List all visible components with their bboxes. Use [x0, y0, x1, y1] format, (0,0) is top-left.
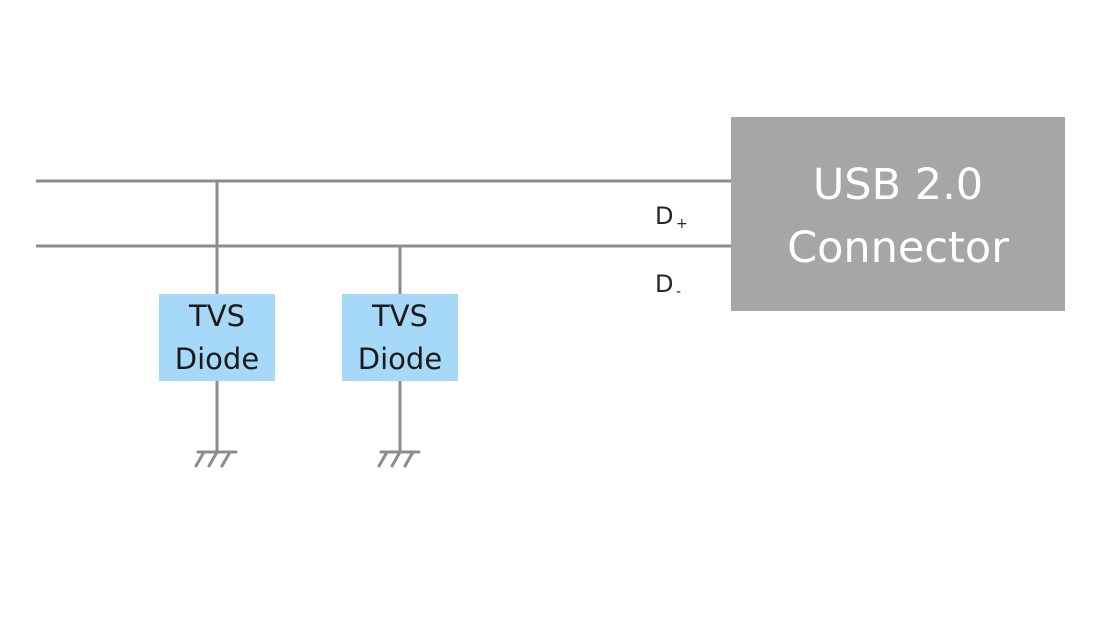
usb-connector: USB 2.0 Connector	[731, 117, 1065, 311]
tvs-diode-1-box	[159, 294, 275, 381]
ground-icon	[194, 450, 238, 468]
tvs-diode-2-label-line2: Diode	[358, 342, 442, 376]
tvs-diode-1: TVS Diode	[159, 294, 275, 381]
usb-connector-label-line1: USB 2.0	[813, 160, 983, 210]
tvs-diode-2: TVS Diode	[342, 294, 458, 381]
tvs-diode-1-label-line2: Diode	[175, 342, 259, 376]
tvs-diode-1-label-line1: TVS	[188, 299, 245, 333]
dminus-label: D -	[655, 270, 681, 300]
usb-connector-label-line2: Connector	[787, 223, 1009, 273]
dplus-label: D +	[655, 202, 688, 232]
dplus-label-sub: +	[676, 216, 688, 232]
ground-icon	[377, 450, 421, 468]
tvs-diode-2-box	[342, 294, 458, 381]
dminus-label-sub: -	[676, 284, 681, 300]
dminus-label-letter: D	[655, 270, 673, 298]
dplus-label-letter: D	[655, 202, 673, 230]
tvs-diode-2-label-line1: TVS	[371, 299, 428, 333]
usb-connector-box	[731, 117, 1065, 311]
